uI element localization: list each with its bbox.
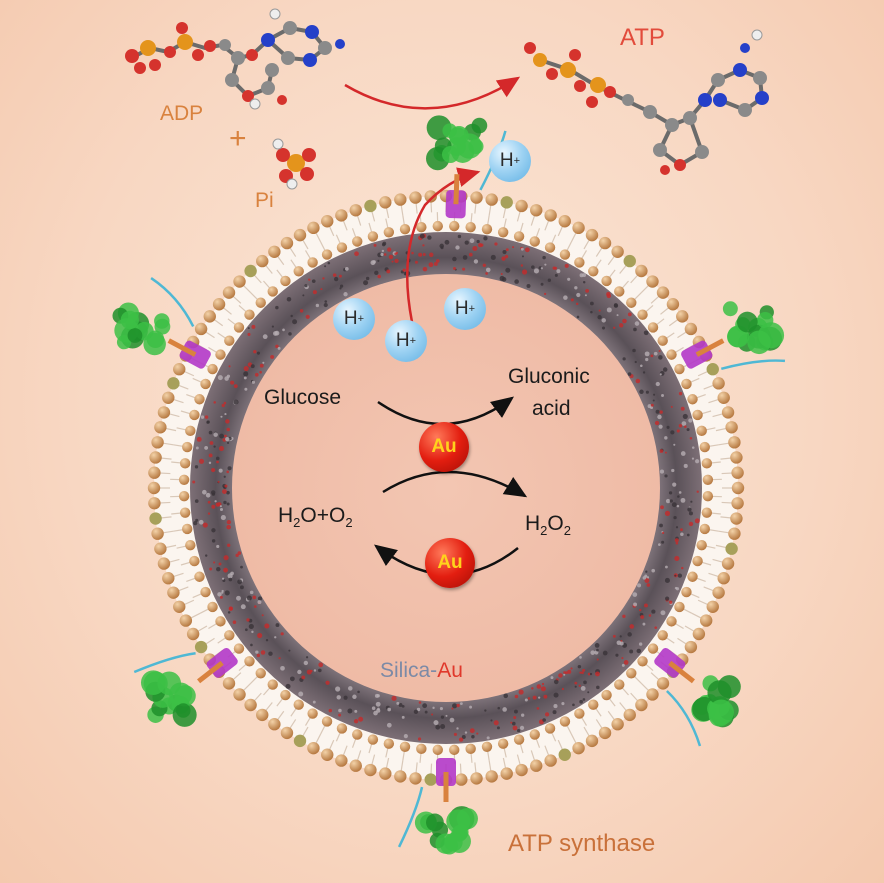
atp-molecule <box>524 29 769 175</box>
outer-lipid-heads <box>147 189 745 787</box>
pi-molecule <box>272 138 316 190</box>
inner-lipid-heads <box>178 220 714 756</box>
pi-label: Pi <box>255 189 274 212</box>
gluconic-acid-label-line2: acid <box>532 397 571 420</box>
gold-catalyst-bottom: Au <box>425 538 475 588</box>
adp-to-atp-arrow <box>344 76 521 110</box>
glucose-label: Glucose <box>264 386 342 409</box>
proton-outside: H+ <box>489 140 531 182</box>
atp-synthase-group <box>112 115 786 855</box>
silica-au-label: Silica-Au <box>380 659 463 682</box>
hydrogen-peroxide-label: H2O2 <box>525 512 571 539</box>
atp-label: ATP <box>620 24 665 51</box>
plus-sign: + <box>229 122 247 155</box>
adp-label: ADP <box>160 102 204 125</box>
proton-inside-right: H+ <box>444 288 486 330</box>
water-oxygen-arrow <box>382 470 528 498</box>
atp-synthase-label: ATP synthase <box>508 830 656 857</box>
silica-speckle <box>192 233 700 742</box>
proton-inside-left: H+ <box>333 298 375 340</box>
water-oxygen-label: H2O+O2 <box>278 504 353 531</box>
gluconic-acid-label-line1: Gluconic <box>508 365 590 388</box>
silica-core <box>232 274 660 702</box>
gold-catalyst-top: Au <box>419 422 469 472</box>
proton-inside-center: H+ <box>385 320 427 362</box>
adp-molecule <box>125 8 345 110</box>
